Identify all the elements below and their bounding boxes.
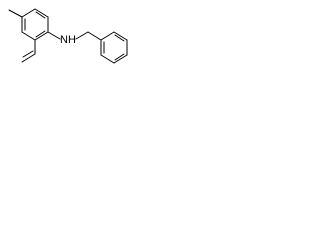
- ring-a: [21, 8, 49, 41]
- ring-b-bond: [113, 54, 128, 64]
- ring-b-bond: [113, 31, 128, 41]
- methyl-bond: [8, 9, 23, 18]
- ch2-to-ring-bond: [87, 31, 102, 41]
- nitrogen-to-ch2-bond: [75, 31, 89, 40]
- ring-a-double-bond: [35, 30, 46, 38]
- vinyl-bond: [21, 53, 36, 63]
- ring-to-nitrogen-bond: [47, 31, 61, 40]
- ring-a-bond: [21, 8, 36, 18]
- ring-b-double-bond: [114, 34, 125, 42]
- ring-a-bond: [34, 8, 49, 18]
- atom-label-nh: NH: [60, 34, 76, 46]
- ring-a-double-bond: [35, 11, 46, 19]
- ring-a-bond: [21, 31, 36, 41]
- ring-b: [87, 31, 128, 64]
- ring-b-bond: [100, 54, 115, 64]
- ring-a-bond: [34, 31, 49, 41]
- vinyl-double-bond: [22, 50, 34, 58]
- ring-b-bond: [100, 31, 115, 41]
- vinyl-group: [21, 39, 36, 63]
- ring-b-double-bond: [114, 53, 125, 61]
- molecule-structure: NH: [8, 8, 128, 64]
